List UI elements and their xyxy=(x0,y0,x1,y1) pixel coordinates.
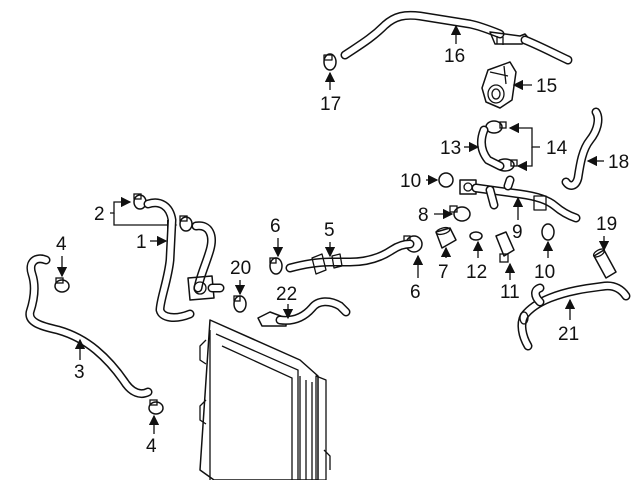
pipe-22 xyxy=(257,297,351,327)
callout-17: 17 xyxy=(320,94,341,115)
sensor-11 xyxy=(495,231,515,263)
hose-5 xyxy=(285,239,415,275)
o-ring-10-upper xyxy=(438,172,454,188)
hose-18 xyxy=(561,107,603,190)
callout-10a: 10 xyxy=(400,171,421,192)
short-hose-13 xyxy=(476,125,505,171)
clamp-4-upper xyxy=(54,277,70,293)
clamp-17 xyxy=(323,53,337,71)
callout-6a: 6 xyxy=(270,216,281,237)
callout-1: 1 xyxy=(136,232,147,253)
o-ring-10-lower xyxy=(541,223,555,241)
clamp-20 xyxy=(233,295,247,313)
o-ring-12 xyxy=(469,231,483,241)
callout-10b: 10 xyxy=(534,262,555,283)
callout-19: 19 xyxy=(596,214,617,235)
water-outlet-pipe-9 xyxy=(459,175,581,223)
clamp-8 xyxy=(449,205,471,222)
upper-bypass-hose xyxy=(340,10,573,65)
seal-7 xyxy=(435,226,457,249)
callout-9: 9 xyxy=(512,222,523,243)
callout-7: 7 xyxy=(438,262,449,283)
clamp-6-left xyxy=(269,257,283,275)
callout-8: 8 xyxy=(418,205,429,226)
callout-11: 11 xyxy=(500,282,520,303)
callout-20: 20 xyxy=(230,258,251,279)
hose-19 xyxy=(592,248,617,279)
callout-22: 22 xyxy=(276,284,297,305)
clamp-2-upper xyxy=(133,193,147,210)
callout-6b: 6 xyxy=(410,282,421,303)
thermostat-housing xyxy=(481,61,517,109)
callout-21: 21 xyxy=(558,324,579,345)
callout-3: 3 xyxy=(74,362,85,383)
callout-4b: 4 xyxy=(146,436,157,457)
hose-3 xyxy=(25,254,153,399)
callout-4a: 4 xyxy=(56,234,67,255)
callout-2: 2 xyxy=(94,204,105,225)
heater-hose-1 xyxy=(143,198,225,322)
clamp-2-lower xyxy=(179,215,193,232)
clamp-14-upper xyxy=(485,120,507,134)
callout-15: 15 xyxy=(536,76,557,97)
callout-16: 16 xyxy=(444,46,465,67)
callout-12: 12 xyxy=(466,262,487,283)
radiator xyxy=(199,319,331,480)
callout-5: 5 xyxy=(324,220,335,241)
callout-18: 18 xyxy=(608,152,629,173)
lower-hose-21 xyxy=(517,281,631,351)
callout-14: 14 xyxy=(546,138,568,159)
clamp-4-lower xyxy=(148,399,164,415)
callout-13: 13 xyxy=(440,138,461,159)
